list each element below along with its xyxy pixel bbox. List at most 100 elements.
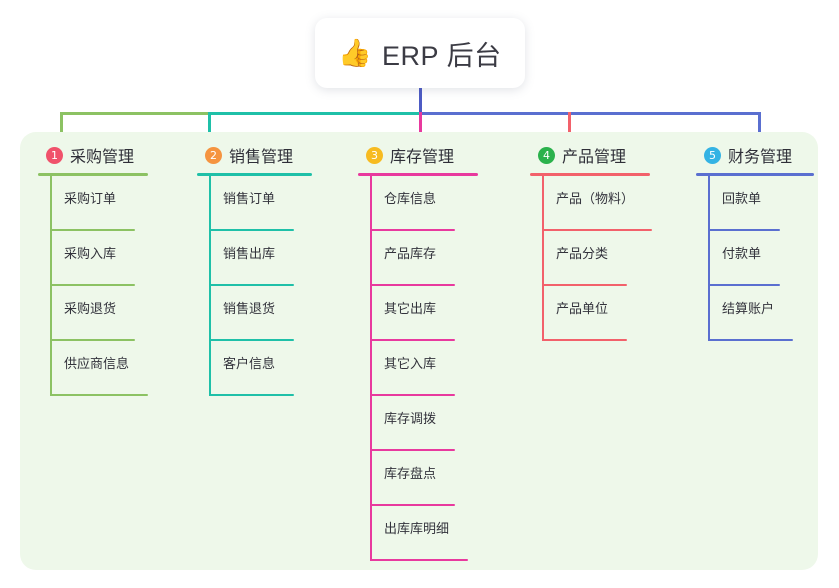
branch-spine-4 [542,176,544,341]
branch-rule-5 [696,173,814,176]
list-item[interactable]: 产品分类 [530,231,700,286]
branch-spine-2 [209,176,211,396]
branch-rule-3 [358,173,478,176]
bus-segment-teal [208,112,420,115]
branch-item-rule [708,284,780,286]
drop-connector-1 [60,112,63,144]
branch-item-rule [370,559,468,561]
drop-connector-3 [419,112,422,144]
branch-badge-2: 2 [205,146,222,164]
branch-item-rule [50,284,135,286]
branch-header-1[interactable]: 1 采购管理 [38,142,188,168]
branch-rule-2 [197,173,312,176]
branch-item-rule [50,394,148,396]
branch-badge-1: 1 [46,146,63,164]
branch-column-1: 1 采购管理 采购订单 采购入库 采购退货 供应商信息 [38,142,188,396]
branch-item-label: 采购入库 [64,246,117,261]
list-item[interactable]: 库存调拨 [358,396,518,451]
branch-item-label: 供应商信息 [64,356,130,371]
branch-item-rule [209,394,294,396]
list-item[interactable]: 其它出库 [358,286,518,341]
branch-column-2: 2 销售管理 销售订单 销售出库 销售退货 客户信息 [197,142,347,396]
branch-item-label: 客户信息 [223,356,276,371]
root-title-card[interactable]: 👍 ERP 后台 [315,18,525,88]
thumbs-up-icon: 👍 [338,37,373,68]
list-item[interactable]: 仓库信息 [358,176,518,231]
branch-item-label: 库存盘点 [384,466,437,481]
list-item[interactable]: 出库库明细 [358,506,518,561]
list-item[interactable]: 采购退货 [38,286,188,341]
list-item[interactable]: 产品单位 [530,286,700,341]
branch-item-rule [708,229,780,231]
branch-item-rule [370,339,455,341]
branch-column-4: 4 产品管理 产品（物料） 产品分类 产品单位 [530,142,700,341]
branch-column-5: 5 财务管理 回款单 付款单 结算账户 [696,142,839,341]
branch-item-label: 结算账户 [722,301,775,316]
list-item[interactable]: 库存盘点 [358,451,518,506]
bus-segment-blue [419,112,761,115]
list-item[interactable]: 产品库存 [358,231,518,286]
branch-header-5[interactable]: 5 财务管理 [696,142,839,168]
branch-item-label: 销售订单 [223,191,276,206]
diagram-panel [20,132,818,570]
branch-item-label: 回款单 [722,191,762,206]
list-item[interactable]: 销售出库 [197,231,347,286]
branch-badge-5: 5 [704,146,721,164]
branch-item-label: 产品分类 [556,246,609,261]
branch-item-label: 出库库明细 [384,521,450,536]
branch-spine-1 [50,176,52,396]
branch-badge-4: 4 [538,146,555,164]
branch-rule-1 [38,173,148,176]
branch-item-rule [370,284,455,286]
branch-item-label: 其它出库 [384,301,437,316]
branch-header-4[interactable]: 4 产品管理 [530,142,700,168]
list-item[interactable]: 付款单 [696,231,839,286]
list-item[interactable]: 回款单 [696,176,839,231]
branch-item-rule [209,339,294,341]
branch-item-label: 产品库存 [384,246,437,261]
branch-item-label: 采购订单 [64,191,117,206]
branch-title-4: 产品管理 [562,149,627,166]
branch-item-label: 其它入库 [384,356,437,371]
list-item[interactable]: 结算账户 [696,286,839,341]
bus-segment-green [60,112,210,115]
branch-item-label: 采购退货 [64,301,117,316]
page-title: ERP 后台 [382,40,502,71]
list-item[interactable]: 其它入库 [358,341,518,396]
list-item[interactable]: 销售订单 [197,176,347,231]
branch-item-rule [370,449,455,451]
branch-badge-3: 3 [366,146,383,164]
stem-connector [419,88,422,114]
branch-title-1: 采购管理 [70,149,135,166]
branch-item-label: 销售退货 [223,301,276,316]
branch-rule-4 [530,173,650,176]
branch-title-2: 销售管理 [229,149,294,166]
branch-spine-5 [708,176,710,341]
branch-header-2[interactable]: 2 销售管理 [197,142,347,168]
list-item[interactable]: 销售退货 [197,286,347,341]
branch-item-rule [542,339,627,341]
branch-item-label: 销售出库 [223,246,276,261]
branch-item-rule [708,339,793,341]
branch-title-3: 库存管理 [390,149,455,166]
branch-column-3: 3 库存管理 仓库信息 产品库存 其它出库 其它入库 库存调拨 [358,142,518,561]
list-item[interactable]: 采购订单 [38,176,188,231]
list-item[interactable]: 供应商信息 [38,341,188,396]
branch-item-label: 库存调拨 [384,411,437,426]
drop-connector-4 [568,112,571,144]
branch-item-rule [542,284,627,286]
branch-item-rule [209,229,294,231]
branch-item-rule [50,339,135,341]
drop-connector-5 [758,112,761,144]
branch-header-3[interactable]: 3 库存管理 [358,142,518,168]
branch-item-rule [50,229,135,231]
branch-item-rule [209,284,294,286]
branch-item-rule [370,229,455,231]
list-item[interactable]: 客户信息 [197,341,347,396]
branch-item-rule [542,229,652,231]
branch-item-label: 产品（物料） [556,191,635,206]
list-item[interactable]: 采购入库 [38,231,188,286]
branch-item-label: 付款单 [722,246,762,261]
list-item[interactable]: 产品（物料） [530,176,700,231]
